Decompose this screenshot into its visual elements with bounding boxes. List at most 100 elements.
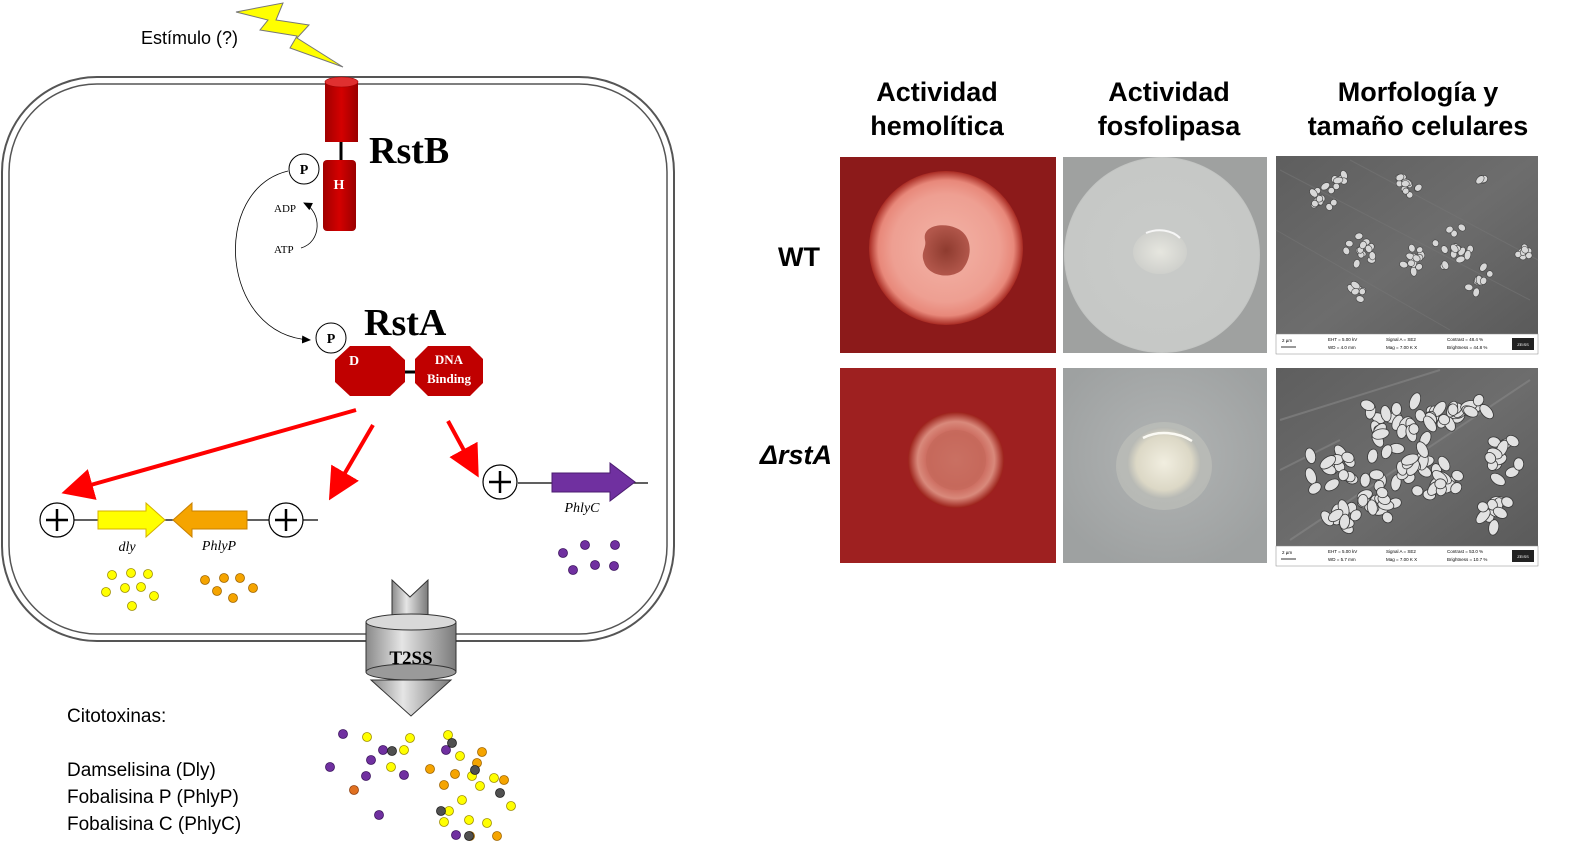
bacterial-cell (1395, 180, 1403, 188)
rstb-phosphate-circle (288, 153, 320, 185)
bacterial-cell (1475, 508, 1491, 524)
sem-wt-brightness: Brightness = 44.8 % (1447, 345, 1487, 350)
dna-binding-label-2: Binding (427, 371, 472, 386)
bacterial-cell (1464, 249, 1472, 261)
bacterial-cell (1525, 252, 1533, 259)
bacterial-cell (1415, 263, 1423, 271)
bacterial-cell (1339, 513, 1351, 530)
bacterial-cell (1447, 403, 1459, 416)
bacterial-cell (1423, 415, 1437, 433)
bacterial-cell (1328, 508, 1344, 523)
hemolysis-plate-wt (840, 157, 1056, 353)
bacterial-cell (1407, 259, 1415, 267)
rsta-phosphate-label: P (327, 332, 336, 347)
bacterial-cell (1479, 276, 1488, 285)
bacterial-cell (1501, 496, 1514, 508)
stimulus-label: Estímulo (?) (141, 28, 238, 48)
sem-wt-signal: Signal A = SE2 (1386, 337, 1416, 342)
bacterial-cell (1521, 246, 1529, 254)
bacterial-cell (1380, 405, 1392, 423)
sem-wt-wd: WD = 4.0 mm (1328, 345, 1356, 350)
bacterial-cell (1358, 288, 1366, 296)
bacterial-cell (1408, 423, 1420, 435)
bacterial-cell (1513, 457, 1525, 471)
bacterial-cell (1376, 487, 1389, 499)
plus-icon (489, 471, 511, 493)
sem-image-wt: 2 µm EHT = 5.00 kV WD = 4.0 mm Signal A … (1275, 156, 1539, 355)
histidine-label: H (334, 178, 345, 193)
bacterial-cell (1431, 239, 1440, 247)
rstb-sensor-kinase: H (323, 76, 359, 231)
bacterial-cell (1490, 472, 1506, 486)
rstb-label: RstB (369, 130, 449, 172)
bacterial-cell (1320, 182, 1330, 191)
bacterial-cell (1315, 195, 1324, 203)
bacterial-cell (1359, 240, 1367, 250)
bacterial-cell (1440, 245, 1449, 254)
bacterial-cell (1350, 281, 1361, 290)
bacterial-cell (1337, 469, 1349, 482)
cytotoxin-dly: Damselisina (Dly) (67, 760, 216, 781)
bacterial-cell (1412, 254, 1421, 263)
sem-rsta-eht: EHT = 5.00 kV (1328, 549, 1357, 554)
atp-label: ATP (274, 244, 294, 256)
bacterial-cell (1475, 175, 1485, 185)
bacterial-cell (1327, 187, 1335, 195)
rsta-phosphate-circle (315, 322, 347, 354)
cytotoxins-title: Citotoxinas: (67, 706, 166, 727)
zeiss-logo-text: ZEISS (1517, 554, 1529, 559)
phlyc-toxin-dots (558, 540, 620, 575)
bacterial-cell (1332, 176, 1344, 185)
bacterial-cell (1309, 188, 1318, 198)
bacterial-cell (1354, 232, 1364, 240)
bacterial-cell (1345, 240, 1354, 248)
bacterial-cell (1450, 482, 1463, 495)
dna-binding-label-1: DNA (435, 352, 464, 367)
bacterial-cell (1434, 478, 1447, 490)
phospholipase-plate-rsta (1063, 368, 1267, 563)
bacterial-cell (1492, 506, 1508, 519)
zeiss-logo (1512, 550, 1534, 562)
bacterial-cell (1477, 501, 1489, 513)
phlyp-gene-arrow (172, 501, 248, 539)
bacterial-cell (1486, 270, 1494, 278)
bacterial-cell (1416, 246, 1424, 254)
bacterial-cell (1450, 243, 1459, 254)
bacterial-cell (1332, 182, 1340, 190)
sem-wt-mag: Mag = 7.00 K X (1386, 345, 1417, 350)
bacterial-cell (1369, 469, 1384, 481)
t2ss-secretion-system: T2SS (365, 578, 457, 717)
bacterial-cell (1304, 447, 1317, 464)
bacterial-cell (1371, 428, 1390, 440)
bacterial-cell (1479, 404, 1494, 420)
sem-wt-eht: EHT = 5.00 kV (1328, 337, 1357, 342)
bacterial-cell (1399, 260, 1409, 269)
bacterial-cell (1441, 260, 1450, 270)
row-label-rsta: ΔrstA (759, 440, 832, 470)
plus-icon (275, 509, 297, 531)
bacterial-cell (1402, 187, 1410, 195)
sem-rsta-scale: 2 µm (1282, 550, 1292, 555)
bacterial-cell (1438, 414, 1451, 426)
column-header-hemolytic-1: Actividad (876, 77, 998, 107)
bacterial-cell (1457, 223, 1466, 232)
bacterial-cell (1324, 478, 1340, 492)
bacterial-cell (1360, 399, 1376, 412)
bacterial-cell (1366, 499, 1378, 516)
bacterial-cell (1367, 448, 1379, 464)
bacterial-cell (1437, 455, 1451, 472)
rstb-phosphate-label: P (300, 163, 309, 178)
sem-rsta-wd: WD = 5.7 mm (1328, 557, 1356, 562)
bacterial-cell (1381, 444, 1393, 459)
activation-arrow-dly (61, 408, 357, 500)
bacterial-cell (1411, 485, 1424, 497)
bacterial-cell (1451, 470, 1464, 482)
sem-rsta-brightness: Brightness = 10.7 % (1447, 557, 1487, 562)
t2ss-label: T2SS (389, 648, 432, 669)
bacterial-cell (1472, 394, 1485, 407)
bacterial-cell (1355, 295, 1365, 303)
column-header-phospholipase-2: fosfolipasa (1098, 111, 1242, 141)
bacterial-cell (1308, 482, 1322, 495)
row-label-wt: WT (778, 242, 820, 272)
